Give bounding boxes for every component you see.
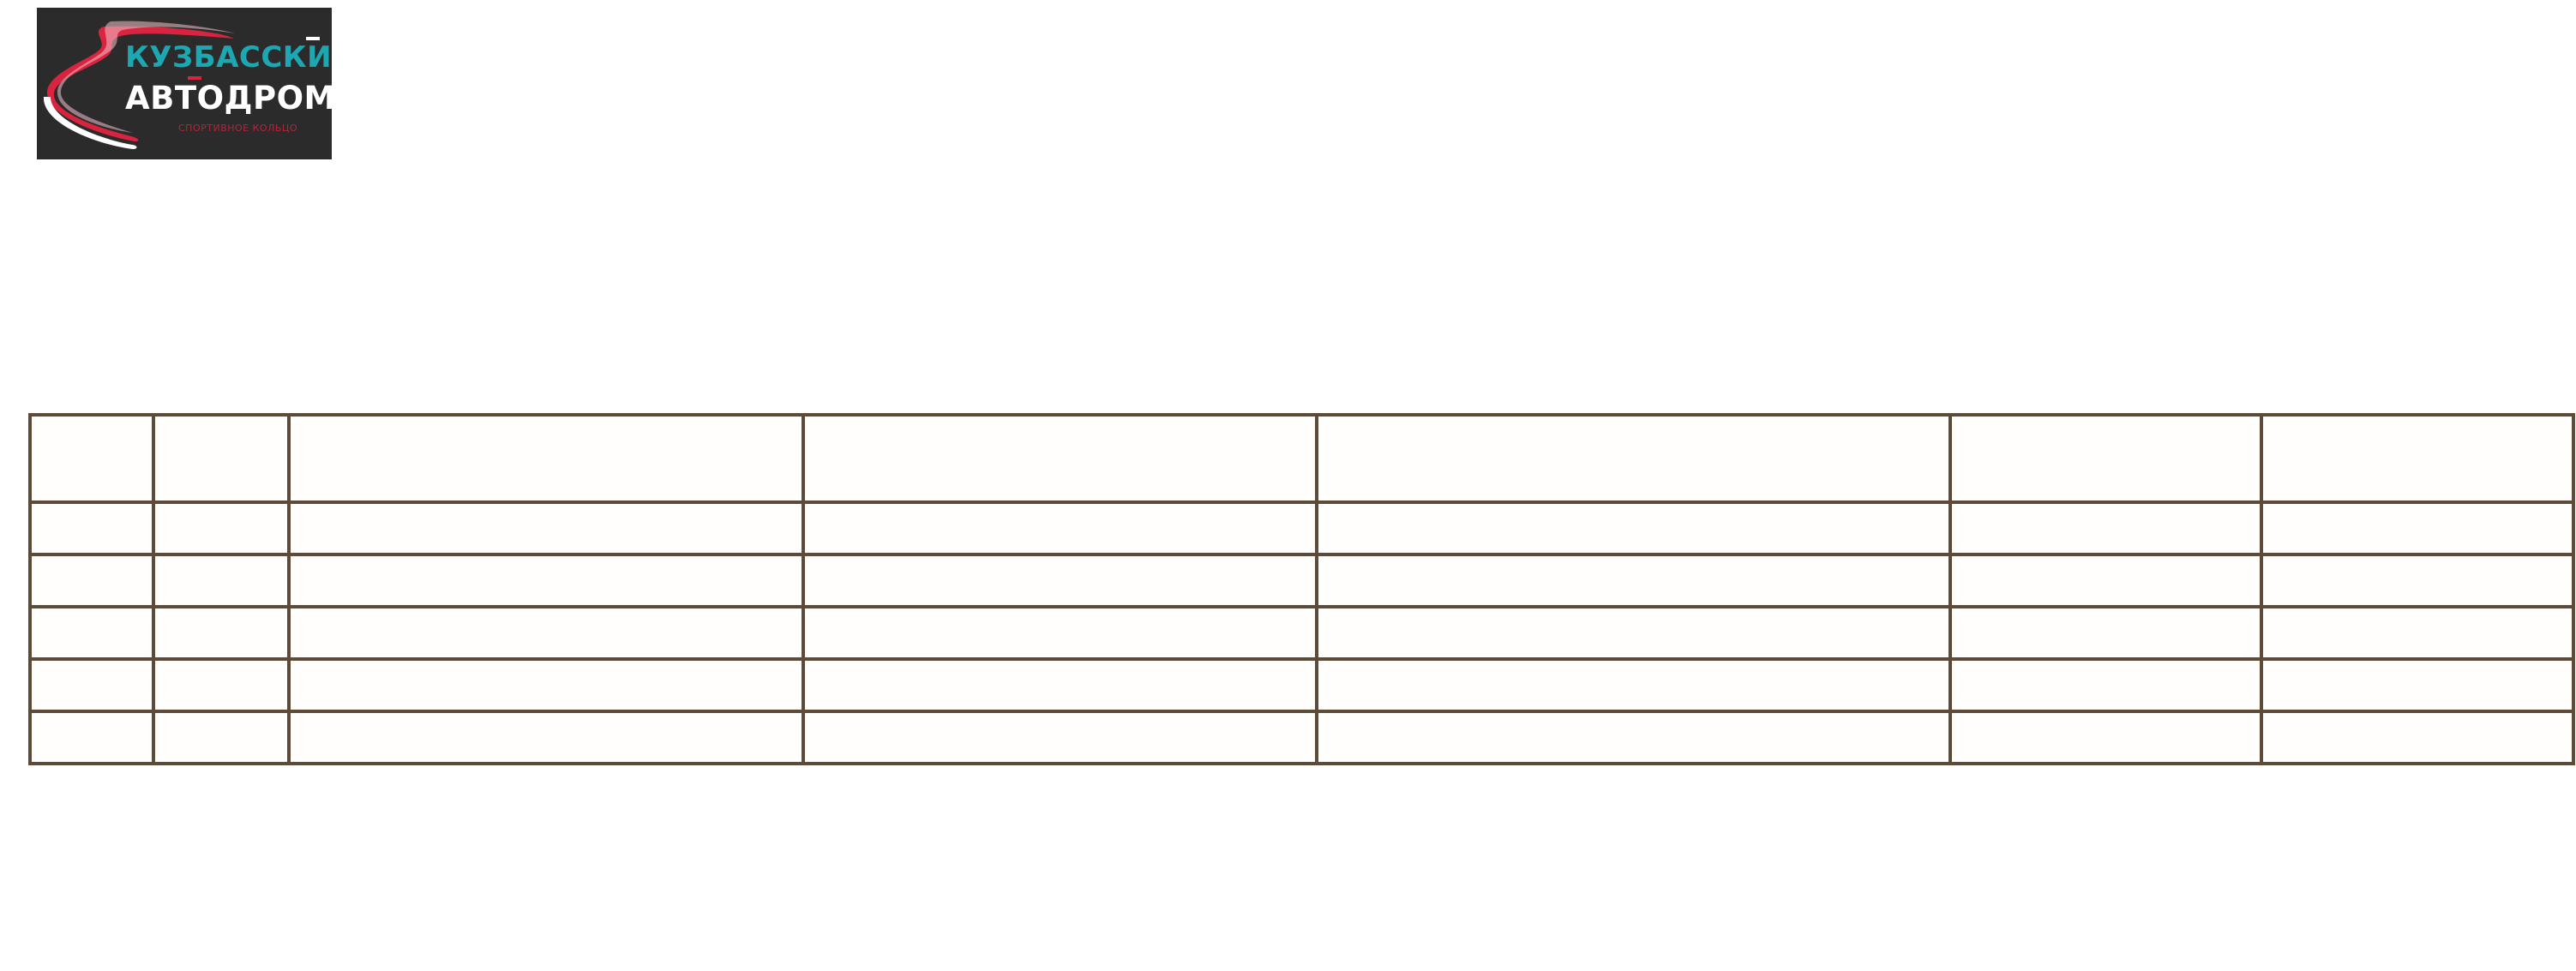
table-cell — [802, 657, 1318, 713]
table-cell — [152, 605, 291, 661]
table-cell — [2260, 605, 2575, 661]
table-cell — [1315, 710, 1952, 765]
table-header-cell — [28, 413, 155, 504]
table-cell — [28, 657, 155, 713]
race-track-swoosh-icon — [43, 21, 236, 149]
table-cell — [28, 710, 155, 765]
table-cell — [28, 553, 155, 608]
table-cell — [152, 500, 291, 556]
table-cell — [802, 553, 1318, 608]
logo-accent-bar — [188, 76, 201, 80]
table-cell — [1315, 500, 1952, 556]
empty-table — [28, 413, 2575, 765]
table-header-row — [28, 413, 2575, 504]
table-cell — [1949, 710, 2263, 765]
table-cell — [1949, 657, 2263, 713]
table-cell — [152, 710, 291, 765]
table-header-cell — [2260, 413, 2575, 504]
table-cell — [1315, 605, 1952, 661]
table-row — [28, 553, 2575, 608]
table-cell — [287, 657, 805, 713]
logo-title-line1: КУЗБАССКИЙ — [125, 40, 332, 75]
logo-accent-bar — [306, 37, 320, 40]
table-cell — [152, 657, 291, 713]
table-cell — [287, 605, 805, 661]
table-row — [28, 605, 2575, 661]
table-cell — [1949, 553, 2263, 608]
table-cell — [1949, 500, 2263, 556]
table-cell — [1949, 605, 2263, 661]
table-cell — [1315, 553, 1952, 608]
table-cell — [1315, 657, 1952, 713]
table-cell — [802, 710, 1318, 765]
table-cell — [802, 605, 1318, 661]
table-header-cell — [802, 413, 1318, 504]
table-header-cell — [1949, 413, 2263, 504]
table-cell — [28, 500, 155, 556]
table-cell — [2260, 710, 2575, 765]
table-cell — [287, 500, 805, 556]
kuzbass-autodrome-logo: КУЗБАССКИЙ АВТОДРОМ СПОРТИВНОЕ КОЛЬЦО — [37, 8, 332, 159]
table-header-cell — [152, 413, 291, 504]
table-cell — [802, 500, 1318, 556]
table-cell — [287, 710, 805, 765]
table-row — [28, 500, 2575, 556]
logo-tagline: СПОРТИВНОЕ КОЛЬЦО — [178, 123, 298, 134]
table-cell — [287, 553, 805, 608]
table-row — [28, 710, 2575, 765]
table-cell — [2260, 553, 2575, 608]
table-header-cell — [287, 413, 805, 504]
table-header-cell — [1315, 413, 1952, 504]
table-cell — [2260, 500, 2575, 556]
logo-title-line2: АВТОДРОМ — [125, 80, 332, 117]
table-cell — [2260, 657, 2575, 713]
table-cell — [28, 605, 155, 661]
table-cell — [152, 553, 291, 608]
table-row — [28, 657, 2575, 713]
